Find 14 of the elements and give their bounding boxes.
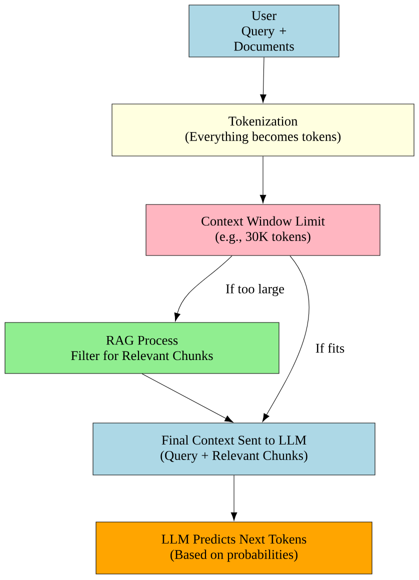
arrow	[142, 374, 234, 422]
process-box: User Query + Documents	[188, 4, 340, 58]
process-box: LLM Predicts Next Tokens (Based on probabilities)	[96, 522, 372, 574]
process-box: Tokenization (Everything becomes tokens)	[112, 104, 414, 156]
arrow	[174, 256, 232, 322]
arrow	[260, 156, 266, 204]
process-box: RAG Process Filter for Relevant Chunks	[4, 322, 280, 374]
arrow	[260, 57, 266, 103]
edge-label: If fits	[314, 342, 346, 354]
arrow	[230, 475, 238, 521]
process-box: Final Context Sent to LLM (Query + Relevant Chunks)	[92, 422, 376, 476]
arrow	[262, 256, 310, 422]
edge-label: If too large	[224, 282, 286, 298]
process-box: Context Window Limit (e.g., 30K tokens)	[146, 204, 380, 256]
